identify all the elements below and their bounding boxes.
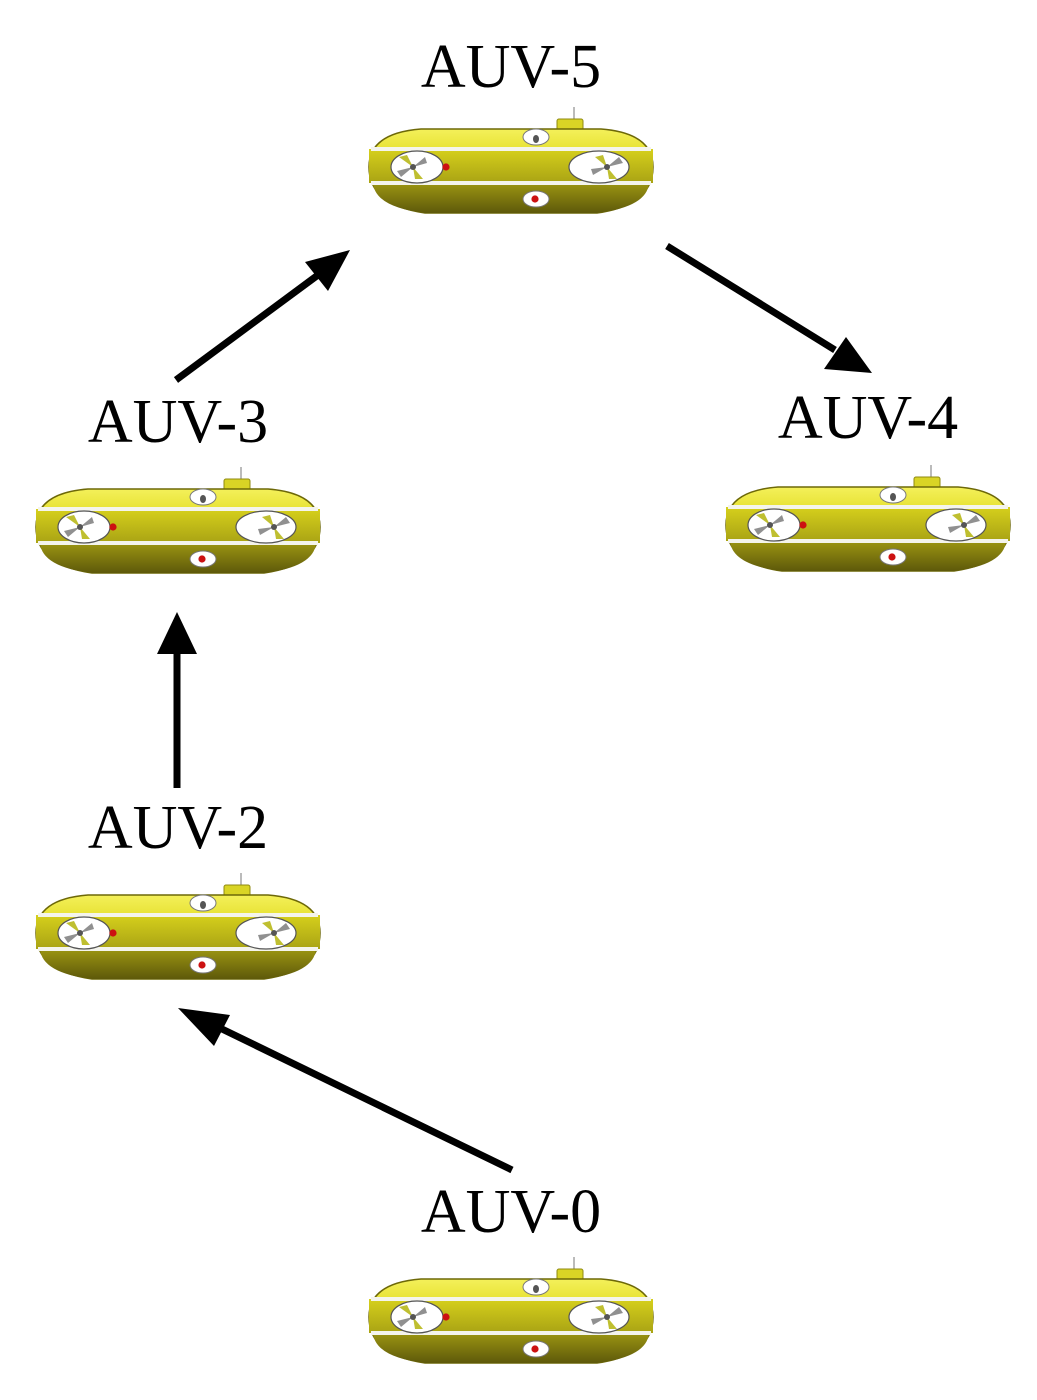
node-auv-4: AUV-4 [724,384,1012,573]
edge-auv-2-to-auv-3 [157,612,197,788]
auv-0-label: AUV-0 [421,1178,601,1246]
edge-auv-5-to-auv-4 [665,243,872,373]
auv-5-label: AUV-5 [421,33,601,101]
edge-auv-3-to-auv-5 [173,250,350,383]
auv-2-vehicle-icon [34,871,322,981]
auv-4-vehicle-icon [724,463,1012,573]
auv-3-vehicle-icon [34,465,322,575]
edge-auv-0-to-auv-2 [178,1008,514,1174]
auv-5-vehicle-icon [367,105,655,215]
node-auv-0: AUV-0 [367,1178,655,1365]
node-auv-2: AUV-2 [34,794,322,981]
node-auv-5: AUV-5 [367,33,655,215]
auv-3-label: AUV-3 [88,388,268,456]
auv-0-vehicle-icon [367,1255,655,1365]
node-auv-3: AUV-3 [34,388,322,575]
edges-layer [157,243,872,1174]
auv-4-label: AUV-4 [778,384,958,452]
auv-2-label: AUV-2 [88,794,268,862]
